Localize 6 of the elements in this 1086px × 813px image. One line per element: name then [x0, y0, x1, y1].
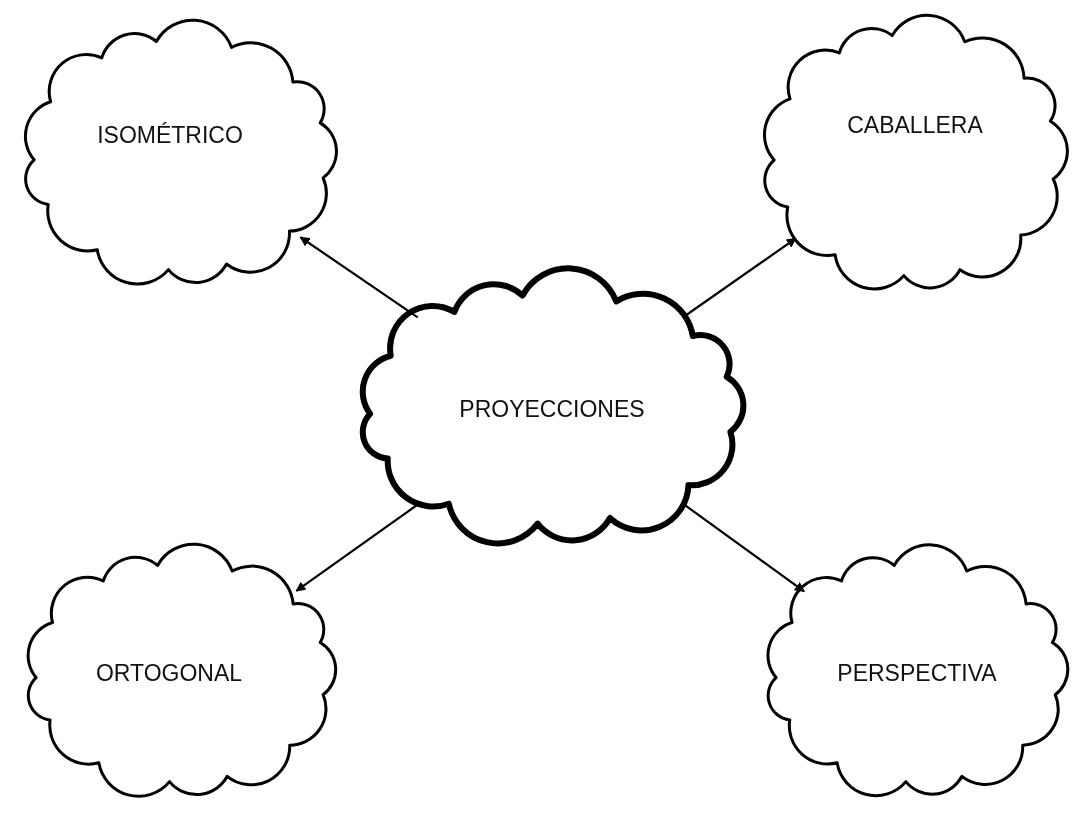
cloud-label: ISOMÉTRICO [97, 121, 243, 149]
cloud-label: PERSPECTIVA [837, 659, 997, 687]
cloud-label: CABALLERA [847, 111, 983, 139]
arrow [299, 236, 419, 319]
cloud-label: ORTOGONAL [95, 659, 243, 687]
cloud-label: PROYECCIONES [459, 395, 645, 423]
